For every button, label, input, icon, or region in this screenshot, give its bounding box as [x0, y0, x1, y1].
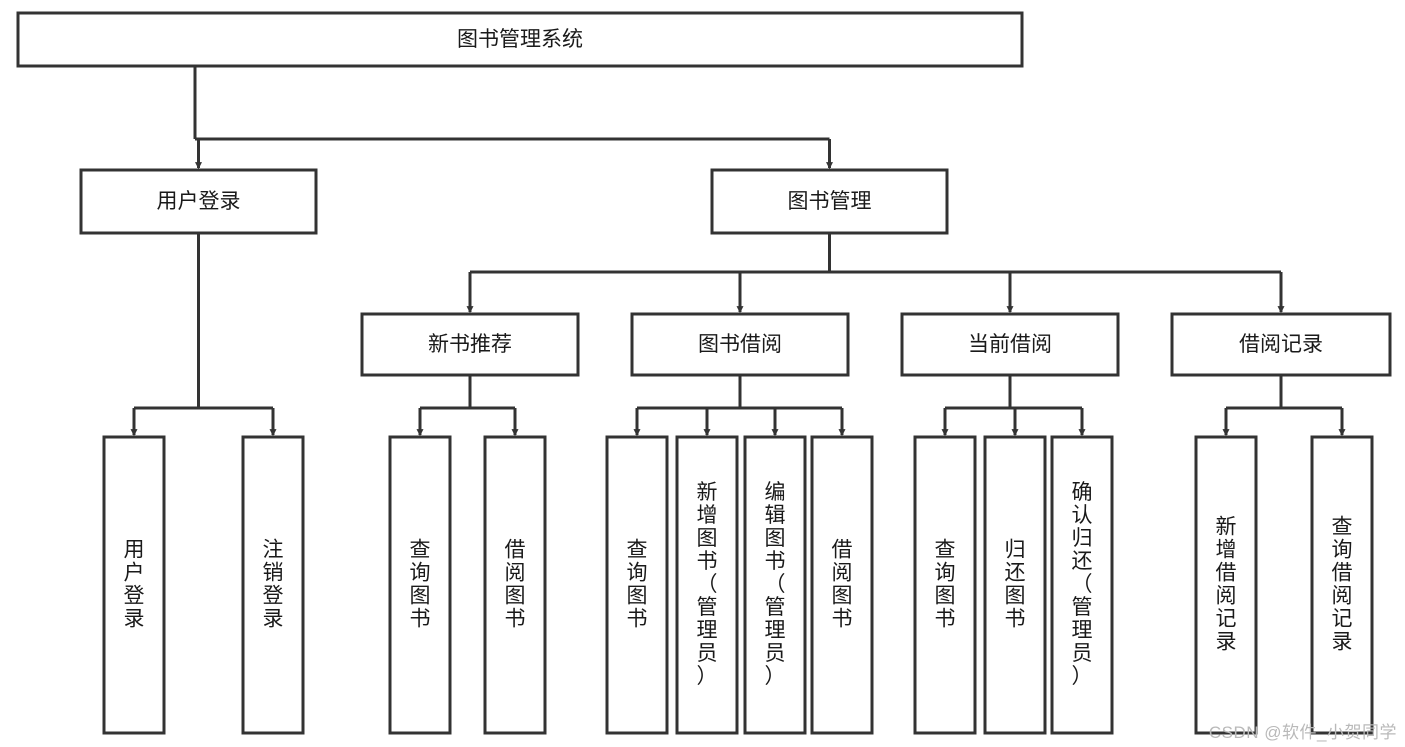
- node-leaf-user-login[interactable]: 用户登录: [102, 435, 166, 735]
- node-book-borrow[interactable]: 图书借阅: [630, 312, 850, 377]
- nodes-layer: 图书管理系统用户登录图书管理新书推荐图书借阅当前借阅借阅记录用户登录注销登录查询…: [16, 11, 1392, 735]
- node-leaf-query-book-current[interactable]: 查询图书: [913, 435, 977, 735]
- node-root[interactable]: 图书管理系统: [16, 11, 1024, 68]
- node-current-borrow[interactable]: 当前借阅: [900, 312, 1120, 377]
- node-box-leaf-query-book-borrow: [605, 435, 669, 735]
- node-box-new-book-rec: [360, 312, 580, 377]
- node-label-current-borrow: 当前借阅: [968, 333, 1052, 356]
- node-box-leaf-query-record: [1310, 435, 1374, 735]
- node-box-leaf-query-book-current: [913, 435, 977, 735]
- node-label-book-manage: 图书管理: [788, 190, 872, 213]
- node-label-leaf-user-logout: 注销登录: [263, 538, 284, 630]
- node-box-leaf-return-book: [983, 435, 1047, 735]
- node-label-leaf-edit-book: 编辑图书（管理员）: [765, 481, 786, 688]
- node-label-leaf-query-book-borrow: 查询图书: [627, 538, 648, 630]
- node-label-leaf-confirm-return: 确认归还（管理员）: [1072, 481, 1093, 688]
- node-box-user-login: [79, 168, 318, 235]
- node-box-root: [16, 11, 1024, 68]
- node-label-leaf-user-login: 用户登录: [124, 538, 145, 630]
- node-box-leaf-borrow-book-rec: [483, 435, 547, 735]
- node-box-book-borrow: [630, 312, 850, 377]
- node-leaf-borrow-book-rec[interactable]: 借阅图书: [483, 435, 547, 735]
- node-box-borrow-record: [1170, 312, 1392, 377]
- node-new-book-rec[interactable]: 新书推荐: [360, 312, 580, 377]
- node-leaf-return-book[interactable]: 归还图书: [983, 435, 1047, 735]
- node-label-leaf-query-record: 查询借阅记录: [1332, 515, 1353, 653]
- node-leaf-query-book-rec[interactable]: 查询图书: [388, 435, 452, 735]
- node-box-leaf-add-book: [675, 435, 739, 735]
- node-label-leaf-add-record: 新增借阅记录: [1216, 515, 1237, 653]
- node-box-current-borrow: [900, 312, 1120, 377]
- node-box-leaf-user-login: [102, 435, 166, 735]
- node-label-borrow-record: 借阅记录: [1239, 333, 1323, 356]
- node-box-leaf-user-logout: [241, 435, 305, 735]
- node-leaf-add-book[interactable]: 新增图书（管理员）: [675, 435, 739, 735]
- node-box-leaf-add-record: [1194, 435, 1258, 735]
- node-label-leaf-return-book: 归还图书: [1005, 538, 1026, 630]
- node-box-leaf-borrow-book: [810, 435, 874, 735]
- node-leaf-add-record[interactable]: 新增借阅记录: [1194, 435, 1258, 735]
- node-leaf-query-record[interactable]: 查询借阅记录: [1310, 435, 1374, 735]
- node-label-new-book-rec: 新书推荐: [428, 333, 512, 356]
- node-box-leaf-query-book-rec: [388, 435, 452, 735]
- node-box-leaf-edit-book: [743, 435, 807, 735]
- node-leaf-confirm-return[interactable]: 确认归还（管理员）: [1050, 435, 1114, 735]
- node-label-leaf-borrow-book-rec: 借阅图书: [505, 538, 526, 630]
- node-box-leaf-confirm-return: [1050, 435, 1114, 735]
- node-box-book-manage: [710, 168, 949, 235]
- node-leaf-query-book-borrow[interactable]: 查询图书: [605, 435, 669, 735]
- node-leaf-borrow-book[interactable]: 借阅图书: [810, 435, 874, 735]
- node-borrow-record[interactable]: 借阅记录: [1170, 312, 1392, 377]
- node-book-manage[interactable]: 图书管理: [710, 168, 949, 235]
- node-leaf-edit-book[interactable]: 编辑图书（管理员）: [743, 435, 807, 735]
- node-label-leaf-borrow-book: 借阅图书: [832, 538, 853, 630]
- node-label-leaf-query-book-current: 查询图书: [935, 538, 956, 630]
- node-leaf-user-logout[interactable]: 注销登录: [241, 435, 305, 735]
- node-label-book-borrow: 图书借阅: [698, 333, 782, 356]
- node-user-login[interactable]: 用户登录: [79, 168, 318, 235]
- node-label-root: 图书管理系统: [457, 28, 583, 51]
- node-label-user-login: 用户登录: [157, 190, 241, 213]
- node-label-leaf-query-book-rec: 查询图书: [410, 538, 431, 630]
- edges-layer: [130, 66, 1346, 437]
- node-label-leaf-add-book: 新增图书（管理员）: [697, 481, 718, 688]
